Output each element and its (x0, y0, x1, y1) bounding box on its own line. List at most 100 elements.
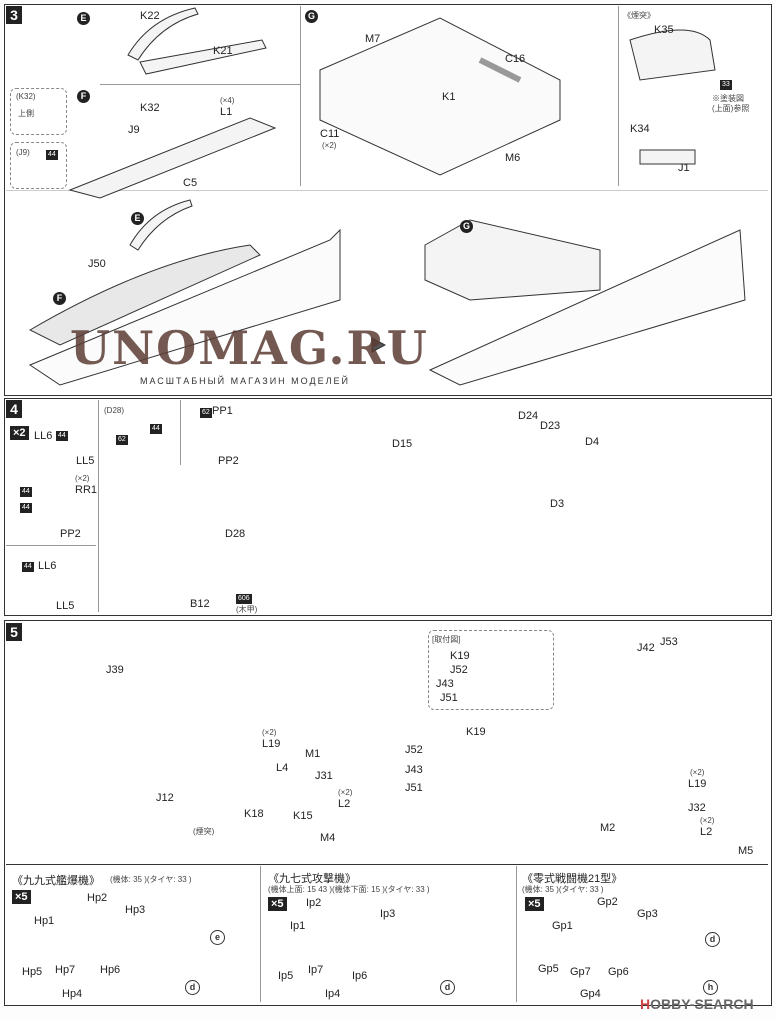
step-number: 5 (6, 623, 22, 641)
color-code: 44 (20, 503, 32, 513)
callout-g: G (305, 10, 318, 23)
part-j52: J52 (405, 744, 423, 756)
color-note: (機体: 35 )(タイヤ: 33 ) (522, 885, 604, 894)
part-j9: J9 (128, 124, 140, 136)
c11-qty: (×2) (322, 141, 337, 150)
l2-qty: (×2) (700, 816, 715, 825)
part-j31: J31 (315, 770, 333, 782)
part-c16: C16 (505, 53, 526, 65)
rr1-qty: (×2) (75, 474, 90, 483)
part-l2: L2 (700, 826, 713, 838)
part-ip6: Ip6 (352, 970, 368, 982)
step-number: 4 (6, 400, 22, 418)
color-code: 44 (150, 424, 162, 434)
part-gp1: Gp1 (552, 920, 573, 932)
part-ip1: Ip1 (290, 920, 306, 932)
part-k35: K35 (654, 24, 674, 36)
part-hp4: Hp4 (62, 988, 83, 1000)
color-code: 33 (720, 80, 732, 90)
part-ll6: LL6 (34, 430, 53, 442)
part-m4: M4 (320, 832, 336, 844)
part-gp2: Gp2 (597, 896, 618, 908)
j9-note: (J9) (16, 148, 30, 157)
color-code: 44 (22, 562, 34, 572)
color-note: (機体上面: 15 43 )(機体下面: 15 )(タイヤ: 33 ) (268, 885, 430, 894)
part-d28: D28 (225, 528, 246, 540)
part-k22: K22 (140, 10, 160, 22)
decal-marker: d (185, 980, 200, 995)
l19-qty: (×2) (690, 768, 705, 777)
part-ip2: Ip2 (306, 897, 322, 909)
part-hp7: Hp7 (55, 964, 76, 976)
part-pp1: PP1 (212, 405, 233, 417)
callout-e: E (131, 212, 144, 225)
quantity-badge: ×2 (10, 426, 29, 440)
part-d4: D4 (585, 436, 600, 448)
part-k19: K19 (450, 650, 470, 662)
k32-note: (K32) (16, 92, 36, 101)
part-hp2: Hp2 (87, 892, 108, 904)
part-ip7: Ip7 (308, 964, 324, 976)
decal-marker: h (703, 980, 718, 995)
d28-note: (D28) (104, 406, 125, 415)
decal-marker: d (440, 980, 455, 995)
part-ip3: Ip3 (380, 908, 396, 920)
logo-mark: H (640, 996, 651, 1012)
logo-text: OBBY-SEARCH (650, 996, 754, 1012)
step-5-panel (4, 620, 772, 1006)
part-hp5: Hp5 (22, 966, 43, 978)
color-code: 44 (56, 431, 68, 441)
part-m7: M7 (365, 33, 381, 45)
aircraft-title: 《零式戦闘機21型》 (522, 873, 623, 885)
part-j32: J32 (688, 802, 706, 814)
part-j51: J51 (440, 692, 458, 704)
part-j50: J50 (88, 258, 106, 270)
callout-f: F (77, 90, 90, 103)
part-k1: K1 (442, 91, 456, 103)
watermark-subtitle: МАСШТАБНЫЙ МАГАЗИН МОДЕЛЕЙ (140, 376, 350, 386)
part-ll5: LL5 (56, 600, 75, 612)
step-number: 3 (6, 6, 22, 24)
part-pp2: PP2 (218, 455, 239, 467)
part-j12: J12 (156, 792, 174, 804)
part-pp2: PP2 (60, 528, 81, 540)
part-hp1: Hp1 (34, 915, 55, 927)
part-m2: M2 (600, 822, 616, 834)
quantity-badge: ×5 (525, 897, 544, 911)
part-j52: J52 (450, 664, 468, 676)
color-note: (機体: 35 )(タイヤ: 33 ) (110, 875, 192, 884)
part-ll6: LL6 (38, 560, 57, 572)
part-ip4: Ip4 (325, 988, 341, 1000)
part-j42: J42 (637, 642, 655, 654)
part-j1: J1 (678, 162, 690, 174)
part-gp3: Gp3 (637, 908, 658, 920)
part-k15: K15 (293, 810, 313, 822)
part-k34: K34 (630, 123, 650, 135)
part-j53: J53 (660, 636, 678, 648)
part-gp6: Gp6 (608, 966, 629, 978)
part-k19: K19 (466, 726, 486, 738)
upper-side-label: 上側 (18, 109, 34, 118)
decal-marker: e (210, 930, 225, 945)
color-code: 44 (46, 150, 58, 160)
deck-note: (木甲) (236, 605, 258, 614)
color-code: 62 (116, 435, 128, 445)
quantity-badge: ×5 (268, 897, 287, 911)
part-j39: J39 (106, 664, 124, 676)
part-d3: D3 (550, 498, 565, 510)
aircraft-title: 《九九式艦爆機》 (12, 875, 100, 887)
part-l1: L1 (220, 106, 233, 118)
part-m5: M5 (738, 845, 754, 857)
part-m6: M6 (505, 152, 521, 164)
part-l4: L4 (276, 762, 289, 774)
funnel-label: (煙突) (193, 827, 215, 836)
decal-marker: d (705, 932, 720, 947)
part-ip5: Ip5 (278, 970, 294, 982)
part-j51: J51 (405, 782, 423, 794)
quantity-badge: ×5 (12, 890, 31, 904)
aircraft-title: 《九七式攻撃機》 (268, 873, 356, 885)
part-j43: J43 (436, 678, 454, 690)
part-l19: L19 (262, 738, 281, 750)
part-rr1: RR1 (75, 484, 98, 496)
